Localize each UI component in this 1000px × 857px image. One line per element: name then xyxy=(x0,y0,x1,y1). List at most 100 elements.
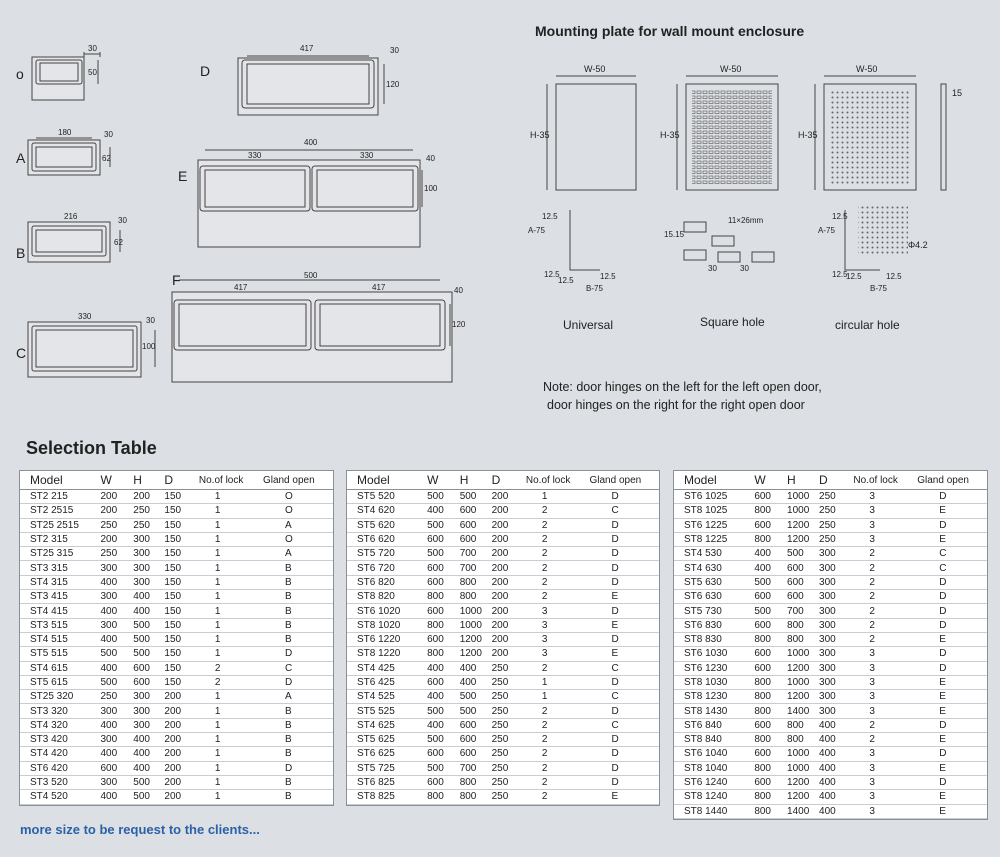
table-cell: 250 xyxy=(491,761,526,776)
table-cell: 2 xyxy=(525,661,590,676)
table-cell: 1 xyxy=(198,603,263,619)
table-cell: 300 xyxy=(819,546,854,562)
table-cell: 2 xyxy=(525,503,590,519)
table-cell: 600 xyxy=(459,732,492,748)
table-cell: 300 xyxy=(100,589,134,605)
table-cell: 600 xyxy=(100,761,134,776)
table-cell: 3 xyxy=(853,646,918,662)
table-cell: 300 xyxy=(819,632,854,648)
table-cell: 1000 xyxy=(787,675,820,691)
table-cell: 2 xyxy=(525,732,590,748)
table-cell: D xyxy=(917,646,987,662)
table-cell: 600 xyxy=(787,589,820,605)
table-cell: ST3 315 xyxy=(20,560,101,576)
table-cell: 300 xyxy=(819,675,854,691)
table-cell: 500 xyxy=(427,546,460,562)
table-cell: O xyxy=(262,489,333,505)
table-cell: ST6 1220 xyxy=(347,632,428,648)
table-cell: 250 xyxy=(491,732,526,748)
dim-f-overall: 500 xyxy=(304,271,318,280)
table-cell: E xyxy=(917,675,987,691)
table-cell: ST3 515 xyxy=(20,618,101,633)
table-cell: 500 xyxy=(787,546,820,562)
table-cell: 600 xyxy=(427,532,460,548)
table-cell: ST2 315 xyxy=(20,532,101,548)
more-sizes-note: more size to be request to the clients..… xyxy=(20,822,260,837)
table-cell: 150 xyxy=(164,661,199,676)
table-cell: 600 xyxy=(427,675,460,691)
table-cell: 3 xyxy=(525,603,590,619)
table-cell: 600 xyxy=(427,560,460,576)
dim-square-hole-size: 11×26mm xyxy=(728,216,764,225)
table-cell: 250 xyxy=(491,775,526,791)
table-cell: 1 xyxy=(198,503,263,519)
table-cell: B xyxy=(262,746,333,762)
table-cell: 800 xyxy=(754,532,788,548)
table-cell: 500 xyxy=(100,675,134,691)
table-cell: 3 xyxy=(853,689,918,705)
table-cell: ST6 1020 xyxy=(347,603,428,619)
table-cell: E xyxy=(917,503,987,519)
column-header: H xyxy=(133,471,165,490)
table-cell: 800 xyxy=(754,632,788,648)
table-cell: 3 xyxy=(853,746,918,762)
table-cell: D xyxy=(917,603,987,619)
table-cell: 1400 xyxy=(787,804,820,819)
dim-e-depth: 40 xyxy=(426,154,435,163)
table-cell: B xyxy=(262,560,333,576)
table-cell: 1000 xyxy=(787,761,820,776)
dim-square-pitch-1: 30 xyxy=(708,264,717,273)
table-cell: ST5 630 xyxy=(674,575,755,591)
table-cell: B xyxy=(262,718,333,734)
table-cell: 500 xyxy=(459,703,492,719)
table-cell: 1 xyxy=(525,689,590,705)
table-cell: 200 xyxy=(491,618,526,633)
table-cell: 1 xyxy=(198,489,263,505)
table-cell: ST8 1020 xyxy=(347,618,428,633)
table-cell: 1000 xyxy=(787,489,820,505)
dim-square-pitch-2: 30 xyxy=(740,264,749,273)
plate-label-circular: circular hole xyxy=(835,318,900,332)
table-cell: 500 xyxy=(459,489,492,505)
table-cell: ST6 1025 xyxy=(674,489,755,505)
dim-c-width: 330 xyxy=(78,312,92,321)
table-cell: ST5 615 xyxy=(20,675,101,691)
table-cell: A xyxy=(262,546,333,562)
table-cell: ST4 320 xyxy=(20,718,101,734)
table-cell: 200 xyxy=(491,646,526,662)
dim-universal-125-mid: 12.5 xyxy=(558,276,574,285)
dim-f-left: 417 xyxy=(234,283,248,292)
table-cell: E xyxy=(589,589,659,605)
table-cell: 400 xyxy=(819,718,854,734)
table-cell: B xyxy=(262,632,333,648)
table-cell: 300 xyxy=(100,775,134,791)
table-cell: 400 xyxy=(100,718,134,734)
dim-circular-125-top: 12.5 xyxy=(832,212,848,221)
table-cell: ST8 1225 xyxy=(674,532,755,548)
table-cell: 300 xyxy=(100,703,134,719)
table-cell: 800 xyxy=(459,575,492,591)
table-cell: ST4 415 xyxy=(20,603,101,619)
table-cell: ST4 525 xyxy=(347,689,428,705)
table-cell: E xyxy=(917,689,987,705)
column-header: D xyxy=(819,471,854,490)
mounting-plate-title: Mounting plate for wall mount enclosure xyxy=(535,23,805,39)
table-cell: 700 xyxy=(459,761,492,776)
table-cell: 1200 xyxy=(787,689,820,705)
